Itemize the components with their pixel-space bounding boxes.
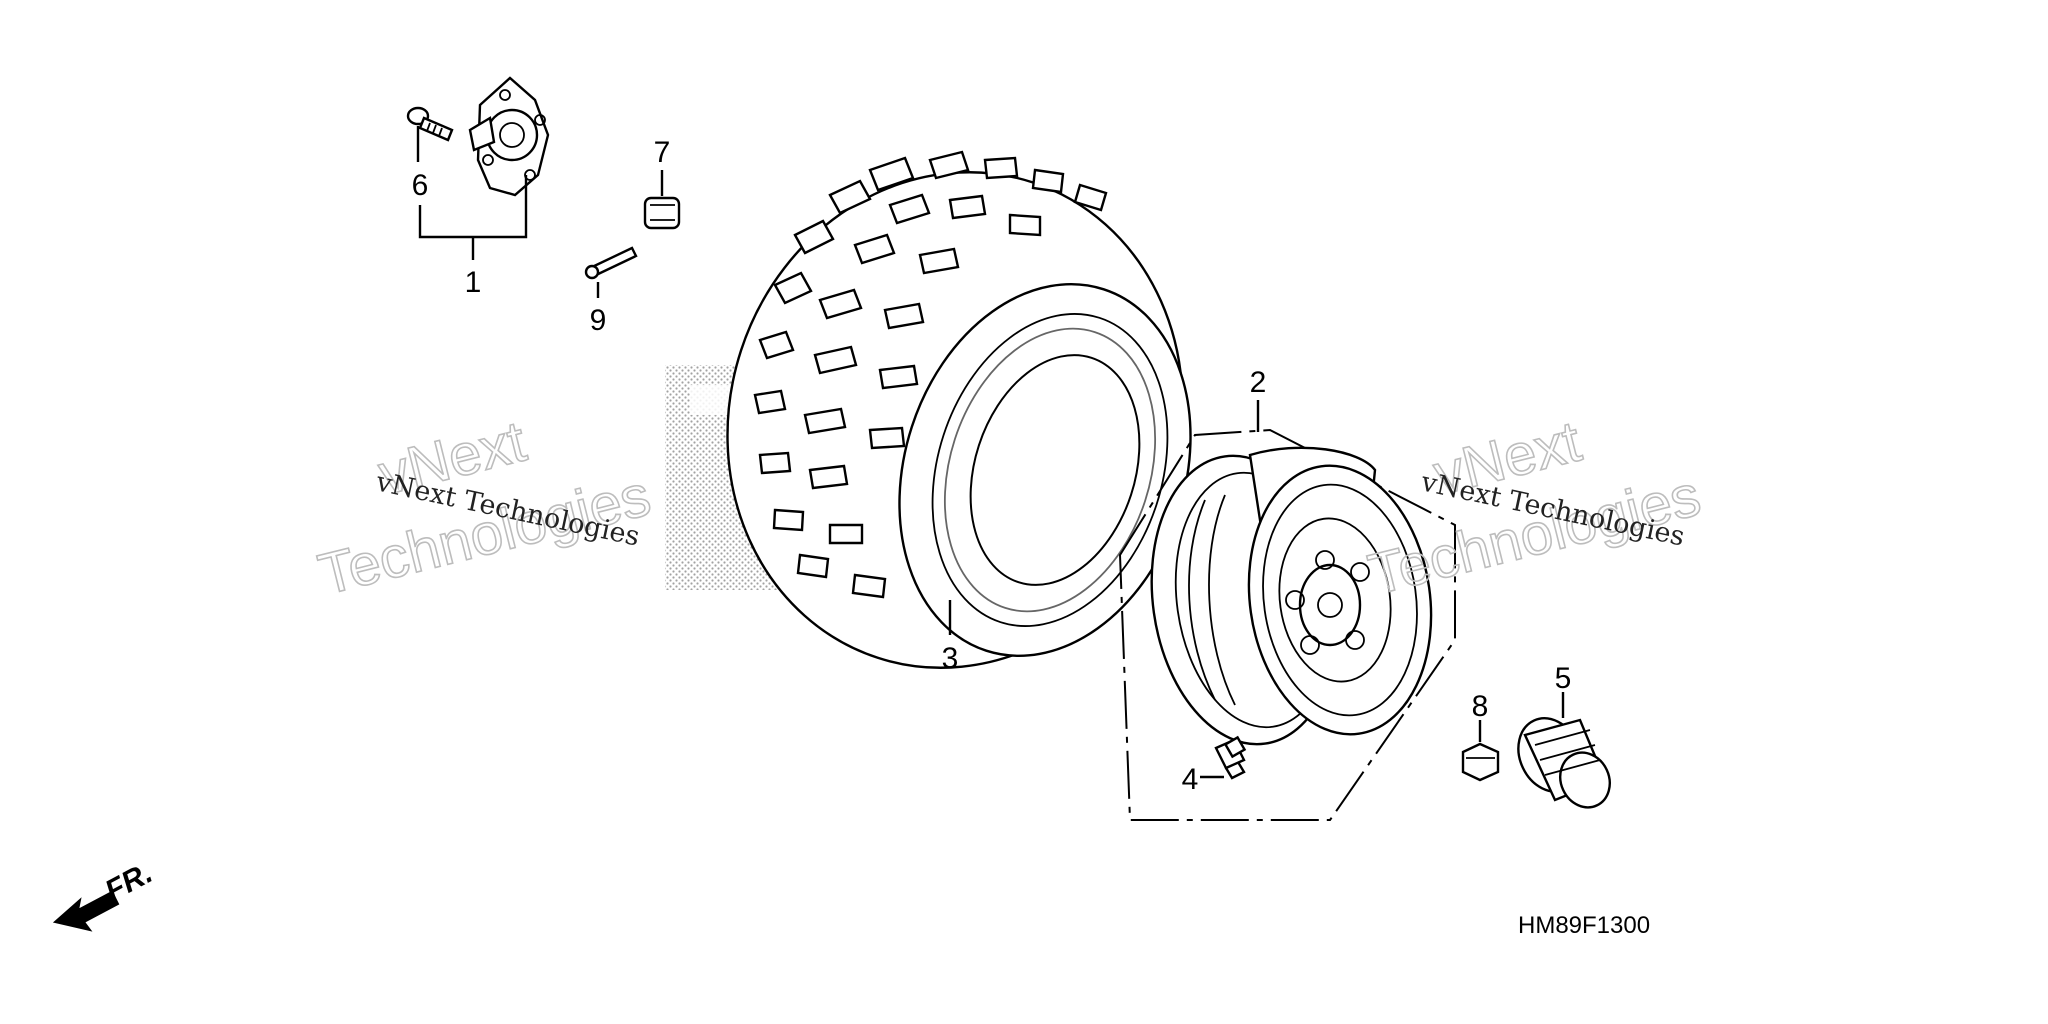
callout-2[interactable]: 2 [1250,366,1267,399]
castle-nut-part[interactable] [643,170,681,230]
callout-6[interactable]: 6 [412,169,429,202]
callout-4[interactable]: 4 [1182,763,1199,796]
watermark-right: vNext Technologies vNext Technologies [1362,408,1708,609]
valve-stem-part[interactable] [1200,735,1247,780]
wheel-assembly-boundary [1118,428,1456,821]
watermark-left: vNext Technologies vNext Technologies [312,408,658,609]
callout-3[interactable]: 3 [942,642,959,675]
hub-part[interactable] [468,76,550,197]
hub-cap-part[interactable] [1507,692,1619,816]
callout-8[interactable]: 8 [1472,690,1489,723]
bolt-part[interactable] [406,106,454,142]
wheel-rim-part[interactable] [1134,444,1448,757]
callout-1[interactable]: 1 [465,266,482,299]
callouts: 6 1 7 9 2 3 4 5 8 [412,136,1572,796]
diagram-code: HM89F1300 [1518,912,1650,939]
tire-part[interactable] [664,113,1246,728]
leader-lines [416,126,1260,635]
callout-5[interactable]: 5 [1555,662,1572,695]
cotter-pin-part[interactable] [584,246,638,298]
front-direction-indicator: FR. [52,856,158,932]
wheel-nut-part[interactable] [1461,720,1500,782]
front-arrow-icon [52,890,120,932]
callout-7[interactable]: 7 [654,136,671,169]
tire-tread [753,150,1108,599]
callout-9[interactable]: 9 [590,304,607,337]
